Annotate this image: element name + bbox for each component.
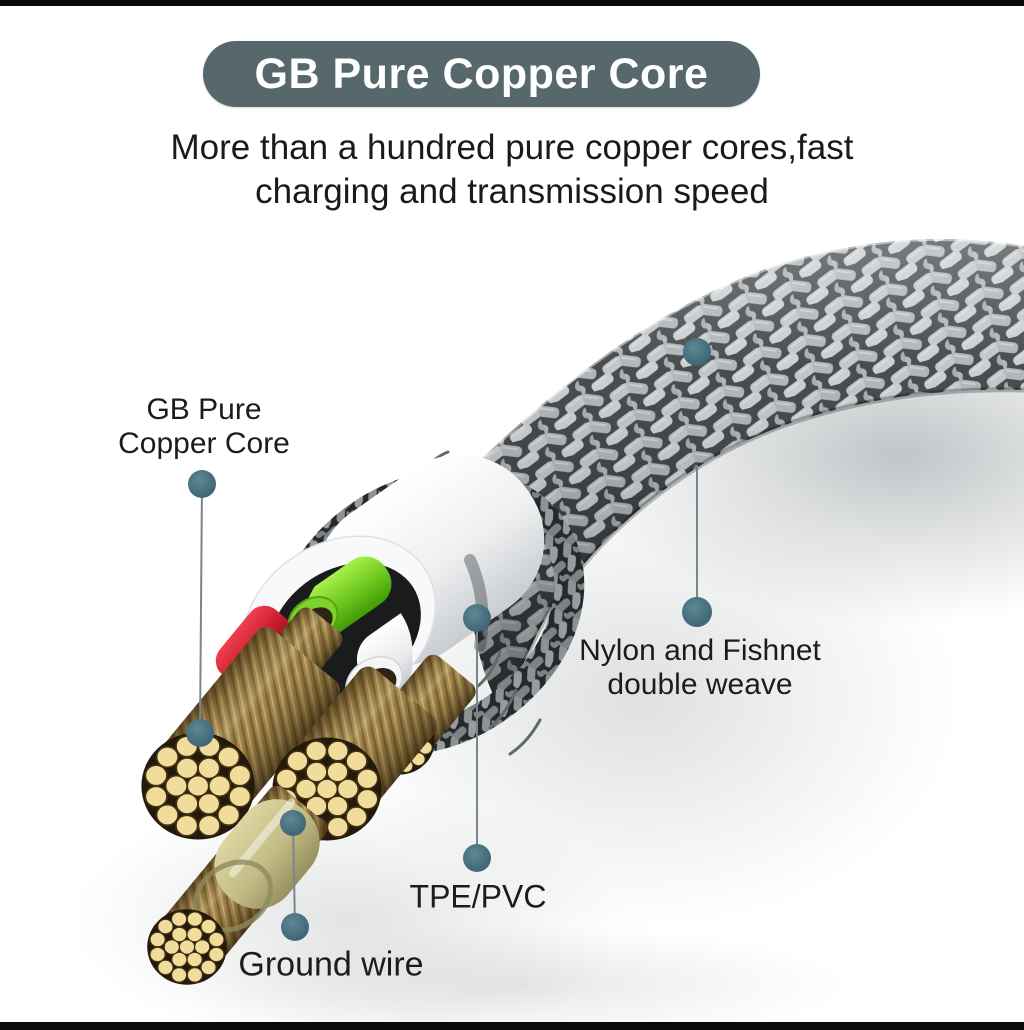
copper-bundles <box>140 607 476 842</box>
callout-dot-nylon-label <box>682 597 712 627</box>
callout-label-copper-core: GB Pure Copper Core <box>118 393 290 461</box>
callout-dot-ground-label <box>281 913 309 941</box>
callout-label-nylon-weave: Nylon and Fishnet double weave <box>579 634 821 702</box>
bottom-frame-bar <box>0 1022 1024 1030</box>
callout-dots <box>186 338 712 941</box>
title-banner-label: GB Pure Copper Core <box>254 49 709 98</box>
callout-dot-ground-target <box>280 810 306 836</box>
top-frame-bar <box>0 0 1024 6</box>
bundle-left <box>140 627 340 841</box>
bundle-center <box>271 666 438 842</box>
callout-dot-tpe-label <box>463 844 491 872</box>
callout-label-copper-core-line2: Copper Core <box>118 427 290 460</box>
callout-dot-copper-core-label <box>188 470 216 498</box>
callout-dot-copper-core-target <box>186 719 214 747</box>
callout-label-nylon-line2: double weave <box>607 668 793 701</box>
callout-dot-tpe-target <box>463 604 491 632</box>
callout-lines <box>199 465 698 928</box>
title-banner: GB Pure Copper Core <box>203 41 760 107</box>
callout-line-ground <box>292 822 296 928</box>
callout-label-ground-wire: Ground wire <box>238 945 424 984</box>
callout-label-nylon-line1: Nylon and Fishnet <box>579 634 821 667</box>
callout-line-copper-core <box>199 483 203 734</box>
callout-dot-nylon-target <box>683 338 711 366</box>
subtitle: More than a hundred pure copper cores,fa… <box>0 126 1024 214</box>
subtitle-line-1: More than a hundred pure copper cores,fa… <box>170 128 854 167</box>
callout-label-tpe-pvc: TPE/PVC <box>409 878 547 915</box>
subtitle-line-2: charging and transmission speed <box>255 172 769 211</box>
callout-label-copper-core-line1: GB Pure <box>146 393 262 426</box>
braided-jacket <box>446 237 1024 716</box>
